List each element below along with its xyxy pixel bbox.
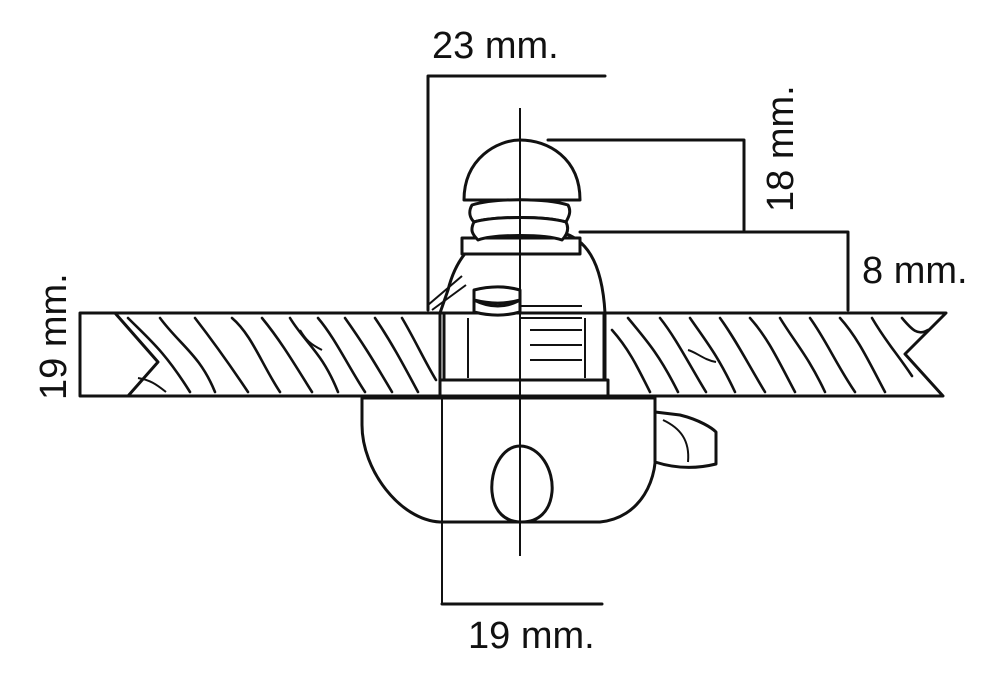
cap-dome — [462, 138, 582, 202]
through-body — [438, 311, 610, 398]
label-collar-height: 8 mm. — [862, 250, 968, 292]
cap — [462, 138, 582, 242]
wood-grain — [126, 316, 930, 394]
label-board-thickness: 19 mm. — [33, 273, 75, 400]
dimension-lines — [78, 74, 850, 606]
sleeve-flange — [438, 378, 610, 398]
label-body-width: 19 mm. — [468, 615, 595, 657]
label-top-width: 23 mm. — [432, 25, 559, 67]
dim-line-top-width — [426, 74, 607, 312]
keyhole — [490, 444, 554, 524]
lower-housing — [360, 396, 718, 524]
board-left — [113, 311, 442, 398]
dim-line-collar-height — [578, 230, 850, 312]
dim-line-board-thickness — [78, 311, 130, 398]
label-cap-height: 18 mm. — [760, 85, 802, 212]
dim-line-cap-height — [546, 138, 746, 232]
collar — [427, 230, 607, 319]
